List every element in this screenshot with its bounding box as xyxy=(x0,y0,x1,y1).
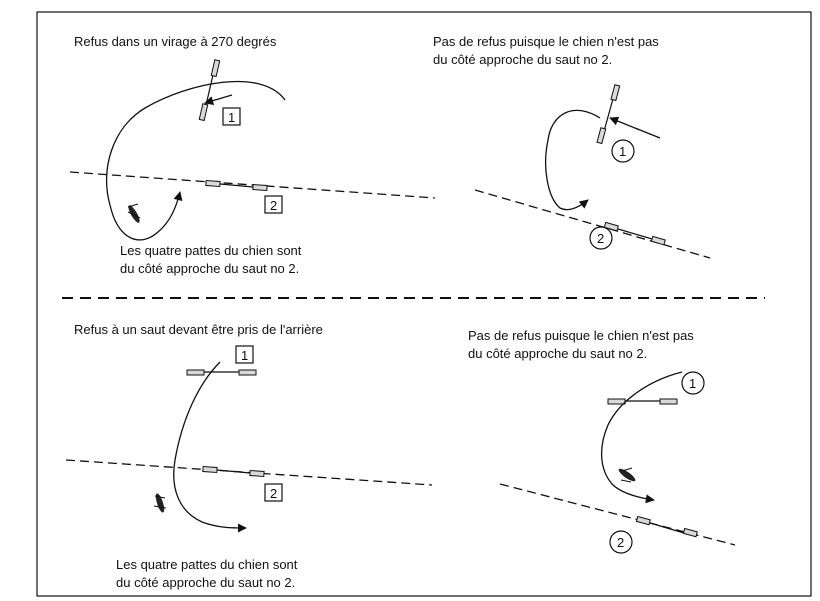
dog-path-top-left xyxy=(106,80,286,241)
label-1-bottom-left: 1 xyxy=(241,348,248,363)
label-1-circle xyxy=(681,371,705,395)
label-2-bottom-left: 2 xyxy=(270,486,277,501)
jump-1-bottom-right xyxy=(607,398,678,405)
label-2-bottom-right: 2 xyxy=(617,535,624,550)
jump-1-top-left xyxy=(198,59,221,122)
label-1-circle xyxy=(611,139,635,163)
dog-icon xyxy=(618,467,636,483)
arrow-to-jump-1 xyxy=(609,116,661,139)
jump-1-top-right xyxy=(596,84,621,145)
dog-path-bottom-right xyxy=(600,371,683,504)
label-1-box xyxy=(222,107,241,126)
caption-top-right-l2: du côté approche du saut no 2. xyxy=(433,52,612,67)
note-line2-top-left: du côté approche du saut no 2. xyxy=(120,261,299,276)
caption-top-right-l1: Pas de refus puisque le chien n'est pas xyxy=(433,34,659,49)
arrow-to-jump-1 xyxy=(204,94,233,106)
label-1-top-right: 1 xyxy=(619,144,626,159)
label-1-bottom-right: 1 xyxy=(689,376,696,391)
dog-icon xyxy=(127,203,141,223)
jump-2-line-top-left xyxy=(69,171,436,199)
caption-bottom-right-l1: Pas de refus puisque le chien n'est pas xyxy=(468,328,694,343)
jump-1-bottom-left xyxy=(186,369,257,376)
dog-path-bottom-left xyxy=(173,361,247,533)
label-2-box xyxy=(264,483,283,502)
jump-2-line-top-right xyxy=(474,189,711,259)
caption-bottom-left: Refus à un saut devant être pris de l'ar… xyxy=(74,322,323,337)
panel-bottom-left: Refus à un saut devant être pris de l'ar… xyxy=(65,322,433,590)
dog-path-top-right xyxy=(545,109,601,211)
note-line1-bottom-left: Les quatre pattes du chien sont xyxy=(116,557,298,572)
panel-top-right: Pas de refus puisque le chien n'est pas … xyxy=(433,34,711,259)
label-2-top-right: 2 xyxy=(597,231,604,246)
caption-top-left: Refus dans un virage à 270 degrés xyxy=(74,34,277,49)
label-1-box xyxy=(235,345,254,364)
caption-bottom-right-l2: du côté approche du saut no 2. xyxy=(468,346,647,361)
dog-icon xyxy=(153,493,167,513)
label-2-circle xyxy=(609,530,633,554)
label-2-box xyxy=(264,195,283,214)
label-2-top-left: 2 xyxy=(270,198,277,213)
diagram-border xyxy=(36,11,812,597)
label-1-top-left: 1 xyxy=(228,110,235,125)
note-line1-top-left: Les quatre pattes du chien sont xyxy=(120,243,302,258)
note-line2-bottom-left: du côté approche du saut no 2. xyxy=(116,575,295,590)
label-2-circle xyxy=(589,226,613,250)
panel-top-left: Refus dans un virage à 270 degrés 1 2 Le… xyxy=(69,34,436,276)
panel-bottom-right: Pas de refus puisque le chien n'est pas … xyxy=(468,328,736,554)
